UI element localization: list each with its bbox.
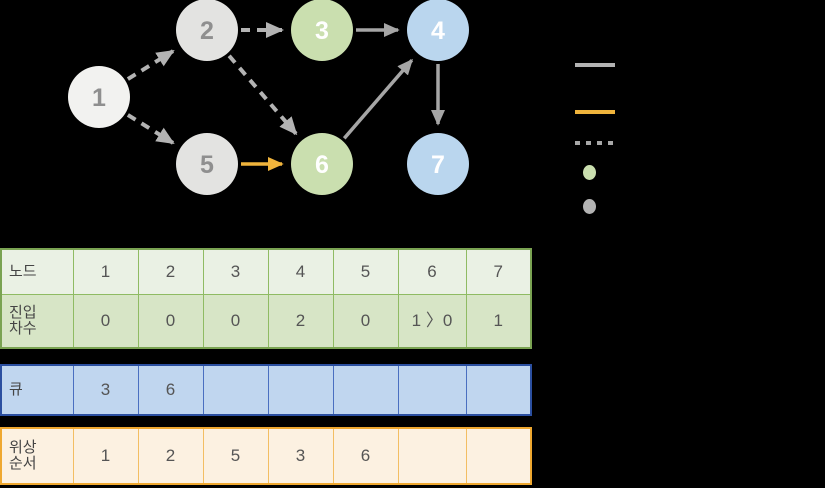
legend-item-solid-edge — [575, 55, 623, 73]
graph-node-7[interactable]: 7 — [407, 133, 469, 195]
topo-cell-1: 2 — [137, 427, 204, 485]
legend-mark-queued-node — [583, 165, 596, 180]
graph-node-label-5: 5 — [200, 151, 214, 179]
graph-node-label-1: 1 — [92, 84, 106, 112]
queue-cell-4 — [332, 364, 399, 416]
graph-node-5[interactable]: 5 — [176, 133, 238, 195]
node-cell-0: 1 — [72, 248, 139, 295]
indegree-cell-5: 1 〉0 — [397, 294, 467, 349]
indegree-cell-6: 1 — [465, 294, 532, 349]
node-cell-3: 4 — [267, 248, 334, 295]
row-label-topo-line1: 위상 — [9, 439, 37, 457]
legend-mark-highlight-edge — [575, 110, 615, 114]
legend-item-dashed-edge — [575, 133, 623, 151]
row-label-indegree: 진입 차수 — [0, 294, 74, 349]
graph-nodes: 1 2 3 4 5 6 7 — [68, 0, 469, 195]
queue-cell-6 — [465, 364, 532, 416]
graph-node-label-4: 4 — [431, 17, 445, 45]
topo-cell-3: 3 — [267, 427, 334, 485]
queue-cell-1: 6 — [137, 364, 204, 416]
graph-diagram: 1 2 3 4 5 6 7 — [68, 0, 469, 195]
legend-item-highlight-edge — [575, 102, 623, 120]
legend-mark-unvisited-node — [583, 199, 596, 214]
graph-node-1[interactable]: 1 — [68, 66, 130, 128]
legend-symbol-solid-line — [575, 102, 615, 120]
graph-node-circle-5 — [176, 133, 238, 195]
row-label-topo: 위상 순서 — [0, 427, 74, 485]
graph-edges — [126, 22, 445, 171]
row-label-indegree-line2: 차수 — [9, 320, 37, 337]
topo-cell-0: 1 — [72, 427, 139, 485]
node-cell-1: 2 — [137, 248, 204, 295]
row-label-queue: 큐 — [0, 364, 74, 416]
legend-symbol-dot — [575, 163, 615, 181]
graph-edge-2-to-6 — [227, 54, 298, 136]
graph-node-4[interactable]: 4 — [407, 0, 469, 61]
graph-edge-6-to-4 — [342, 58, 414, 140]
graph-edge-1-to-2 — [126, 49, 175, 81]
node-cell-2: 3 — [202, 248, 269, 295]
queue-cell-2 — [202, 364, 269, 416]
row-label-topo-line2: 순서 — [9, 455, 37, 472]
topo-cell-5 — [397, 427, 467, 485]
legend-symbol-dashed-line — [575, 133, 615, 151]
legend-item-unvisited-node — [575, 197, 623, 215]
graph-node-circle-3 — [291, 0, 353, 61]
graph-node-label-6: 6 — [315, 151, 329, 179]
legend-mark-dashed-edge — [575, 141, 615, 145]
graph-node-2[interactable]: 2 — [176, 0, 238, 61]
indegree-cell-4: 0 — [332, 294, 399, 349]
graph-edge-1-to-5 — [126, 113, 175, 145]
graph-node-circle-7 — [407, 133, 469, 195]
legend-item-queued-node — [575, 163, 623, 181]
graph-node-circle-1 — [68, 66, 130, 128]
indegree-cell-0: 0 — [72, 294, 139, 349]
topo-cell-2: 5 — [202, 427, 269, 485]
topo-cell-6 — [465, 427, 532, 485]
graph-node-label-3: 3 — [315, 17, 329, 45]
legend-symbol-dot — [575, 197, 615, 215]
node-cell-4: 5 — [332, 248, 399, 295]
row-label-indegree-line1: 진입 — [9, 304, 37, 322]
graph-node-circle-4 — [407, 0, 469, 61]
row-label-node: 노드 — [0, 248, 74, 295]
indegree-cell-2: 0 — [202, 294, 269, 349]
node-cell-5: 6 — [397, 248, 467, 295]
node-cell-6: 7 — [465, 248, 532, 295]
graph-node-circle-2 — [176, 0, 238, 61]
indegree-cell-3: 2 — [267, 294, 334, 349]
graph-node-label-2: 2 — [200, 17, 214, 45]
legend-mark-solid-edge — [575, 63, 615, 67]
topo-cell-4: 6 — [332, 427, 399, 485]
queue-cell-5 — [397, 364, 467, 416]
legend — [575, 55, 805, 220]
graph-node-label-7: 7 — [431, 151, 445, 179]
graph-node-6[interactable]: 6 — [291, 133, 353, 195]
queue-cell-0: 3 — [72, 364, 139, 416]
graph-node-circle-6 — [291, 133, 353, 195]
indegree-cell-1: 0 — [137, 294, 204, 349]
graph-node-3[interactable]: 3 — [291, 0, 353, 61]
legend-symbol-solid-line — [575, 55, 615, 73]
queue-cell-3 — [267, 364, 334, 416]
